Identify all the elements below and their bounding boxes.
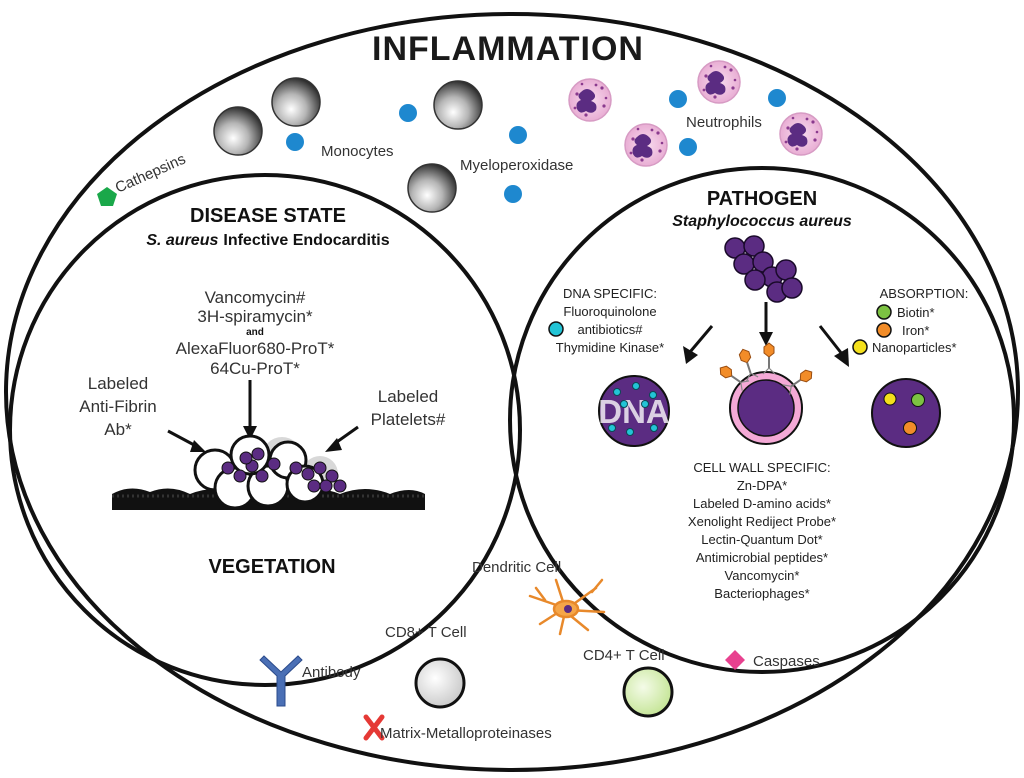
disease-subtitle: S. aureus Infective Endocarditis [146,232,389,249]
cell-wall-item: Xenolight Rediject Probe* [688,514,836,529]
cd8-t-cell [414,657,466,709]
platelets-label: Platelets# [371,410,446,429]
dna-label: DNA [598,393,670,430]
pathogen-boundary [508,166,1016,674]
probe-line: AlexaFluor680-ProT* [176,339,335,358]
platelets-label: Labeled [378,387,439,406]
cyan-dot-icon [548,321,564,337]
dna-specific-item: Fluoroquinolone [563,304,656,319]
disease-species: S. aureus [146,232,218,249]
pathogen-arrows [683,302,849,367]
diamond-icon [725,650,745,670]
pentagon-icon [97,187,117,206]
cd4-label: CD4+ T Cell [583,647,665,664]
green-dot-icon [876,304,892,320]
monocyte [271,77,321,127]
disease-state-title: DISEASE STATE [190,205,346,227]
blue-dot [286,133,304,151]
monocyte [407,163,457,213]
caspases-label: Caspases [753,653,820,670]
cell-wall-title: CELL WALL SPECIFIC: [693,460,830,475]
neutrophil [624,123,668,167]
probe-line: 3H-spiramycin* [197,307,313,326]
antibody-label: Antibody [302,664,361,681]
anti-fibrin-label: Anti-Fibrin [79,397,156,416]
pathogen-species: Staphylococcus aureus [672,213,852,230]
absorption-item: Iron* [902,323,929,338]
cell-wall-item: Vancomycin* [725,568,800,583]
myeloperoxidase-label: Myeloperoxidase [460,157,573,174]
absorption-cell [871,378,941,448]
orange-dot-icon [876,322,892,338]
pathogen-title: PATHOGEN [707,188,817,210]
blue-dot [669,90,687,108]
cell-wall-item: Antimicrobial peptides* [696,550,828,565]
blue-dot [399,104,417,122]
disease-name: Infective Endocarditis [223,232,389,249]
cd8-label: CD8+ T Cell [385,624,467,641]
dna-specific-item: antibiotics# [577,322,643,337]
monocyte [433,80,483,130]
red-x-icon [363,714,385,741]
neutrophil [568,78,612,122]
probe-line: 64Cu-ProT* [210,359,300,378]
neutrophils-label: Neutrophils [686,114,762,131]
probe-line: Vancomycin# [205,288,306,307]
absorption-title: ABSORPTION: [880,286,969,301]
cell-wall-item: Zn-DPA* [737,478,787,493]
dendritic-cell-icon [528,578,606,636]
neutrophil [779,112,823,156]
blue-dot [768,89,786,107]
cell-wall-item: Lectin-Quantum Dot* [701,532,822,547]
monocyte-cells [213,77,483,213]
antibody-y-icon [259,655,303,707]
blue-dot [504,185,522,203]
cell-wall-item: Bacteriophages* [714,586,809,601]
dna-specific-title: DNA SPECIFIC: [563,286,657,301]
inflammation-title: INFLAMMATION [372,30,644,68]
blue-dot [509,126,527,144]
yellow-dot-icon [852,339,868,355]
anti-fibrin-label: Ab* [104,420,132,439]
vegetation-title: VEGETATION [208,556,335,578]
cd4-t-cell [622,666,674,718]
dendritic-cell-label: Dendritic Cell [472,559,561,576]
absorption-item: Nanoparticles* [872,340,957,355]
neutrophil [697,60,741,104]
myeloperoxidase-dots [286,89,786,203]
cell-wall-cell [715,342,817,445]
anti-fibrin-label: Labeled [88,374,149,393]
staph-cluster [724,235,803,303]
vegetation-illustration [112,434,425,510]
monocyte [213,106,263,156]
absorption-item: Biotin* [897,305,935,320]
blue-dot [679,138,697,156]
dna-specific-item: Thymidine Kinase* [556,340,664,355]
disease-state-boundary [8,173,522,687]
monocytes-label: Monocytes [321,143,394,160]
disease-arrows [167,380,359,452]
probe-line-and: and [246,327,264,338]
cell-wall-item: Labeled D-amino acids* [693,496,831,511]
dna-cell: DNA [598,375,670,447]
mmp-label: Matrix-Metalloproteinases [380,725,552,742]
inflammation-boundary [4,12,1020,772]
